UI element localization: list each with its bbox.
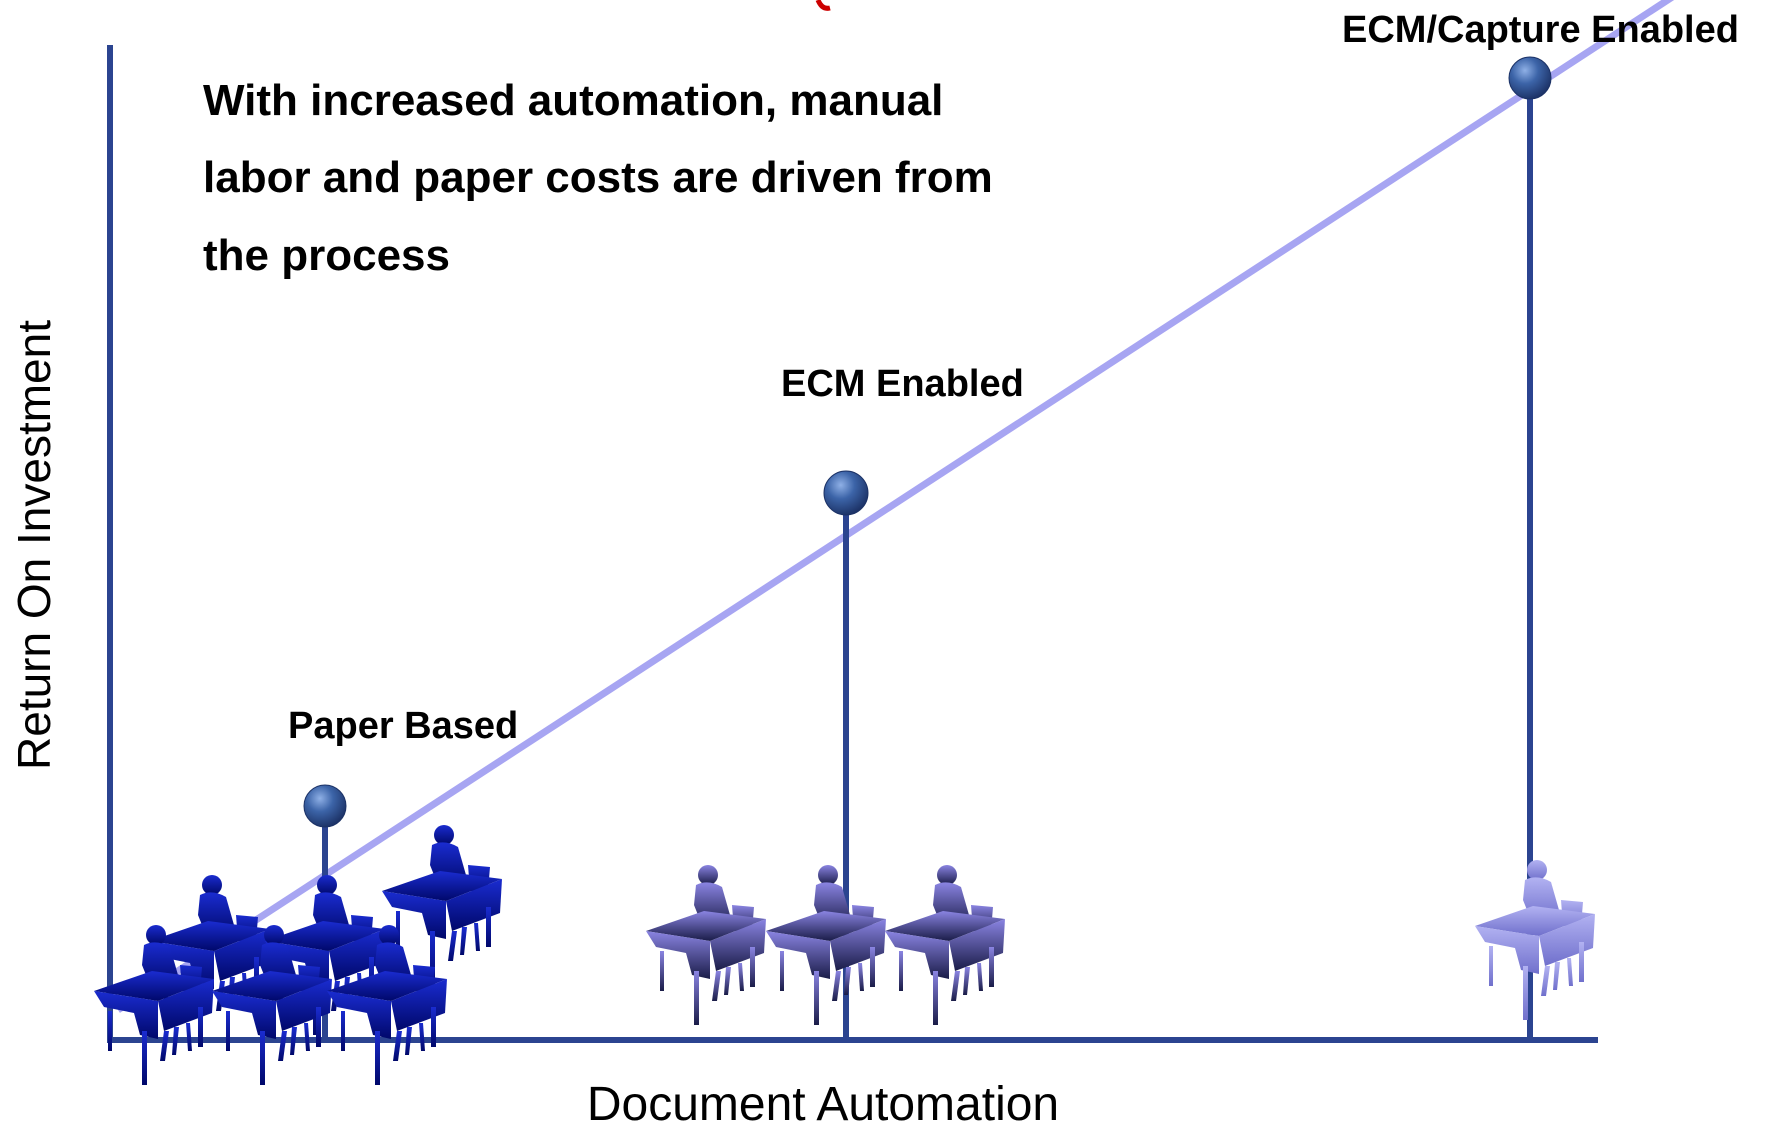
- headline-line-1: With increased automation, manual: [203, 76, 943, 125]
- stage-label-paper: Paper Based: [288, 705, 518, 747]
- headline-line-3: the process: [203, 231, 450, 280]
- x-axis-label: Document Automation: [587, 1078, 1059, 1128]
- title-fragment: [815, 0, 831, 11]
- ecm-enabled-workers: [646, 865, 1005, 1025]
- stage-label-capture: ECM/Capture Enabled: [1342, 9, 1739, 51]
- trend-line: [116, 0, 1675, 1013]
- y-axis-label: Return On Investment: [8, 320, 60, 770]
- desk-worker-icon: [885, 865, 1005, 1025]
- stage-marker-capture: [1508, 56, 1552, 100]
- stage-marker-paper: [303, 784, 347, 828]
- capture-enabled-workers: [1475, 860, 1595, 1020]
- desk-worker-icon: [646, 865, 766, 1025]
- stage-marker-ecm: [823, 470, 869, 516]
- stage-label-ecm: ECM Enabled: [781, 363, 1024, 405]
- desk-worker-icon: [1475, 860, 1595, 1020]
- paper-based-workers: [94, 825, 502, 1085]
- desk-worker-icon: [766, 865, 886, 1025]
- headline-line-2: labor and paper costs are driven from: [203, 153, 993, 202]
